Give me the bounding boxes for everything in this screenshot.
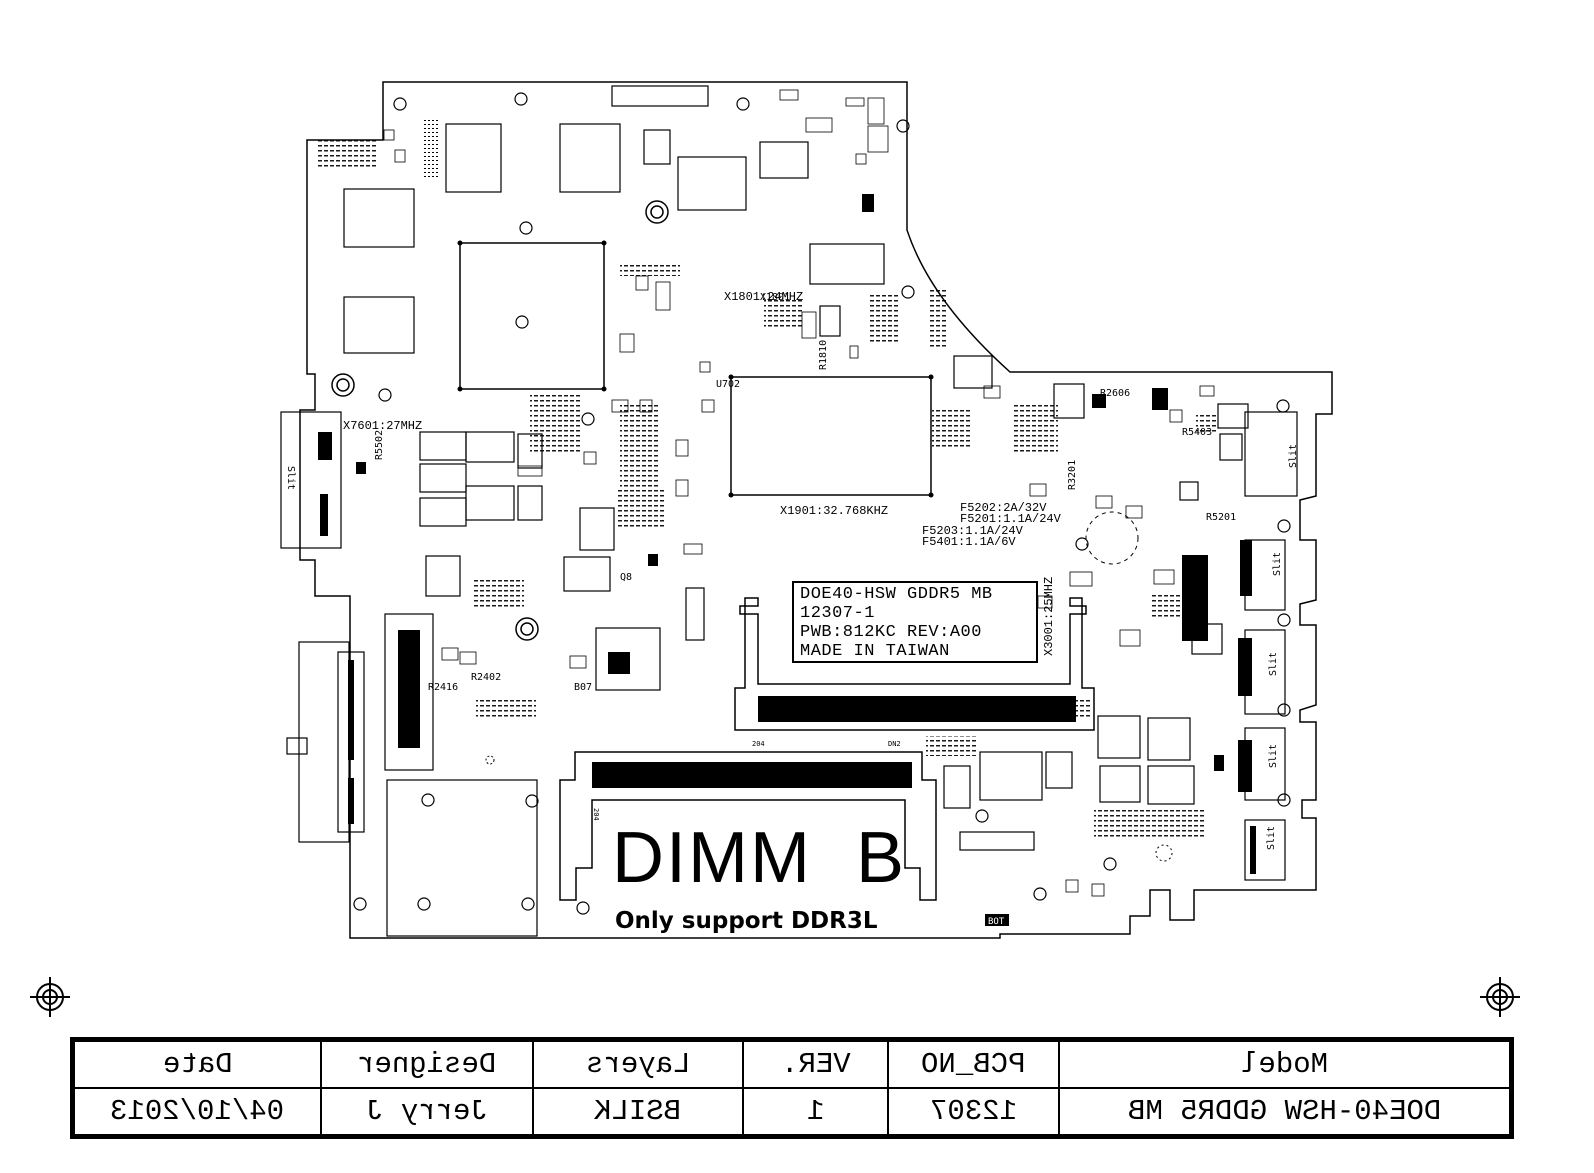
dimm-support-note: Only support DDR3L <box>615 908 878 934</box>
dimm-a-slot <box>734 597 1095 731</box>
ref-label: B07 <box>574 682 592 693</box>
pin-label-204-top: 204 <box>752 740 765 748</box>
title-block-value-row: 04/10/2013 Jerry J BSILK 1 12307 DOE40-H… <box>73 1087 1511 1136</box>
ref-label: X1801 <box>760 292 790 303</box>
value-designer: Jerry J <box>320 1087 534 1136</box>
header-pcb-no: PCB_NO <box>887 1040 1060 1089</box>
gpu-outline <box>459 242 605 390</box>
header-ver: VER. <box>742 1040 889 1089</box>
board-label-line-1: DOE40-HSW GDDR5 MB <box>800 585 993 604</box>
ref-label: R2416 <box>428 682 458 693</box>
board-info-label: DOE40-HSW GDDR5 MB 12307-1 PWB:812KC REV… <box>792 581 1038 663</box>
ref-label: R2402 <box>471 672 501 683</box>
ref-label: R5201 <box>1206 512 1236 523</box>
value-date: 04/10/2013 <box>73 1087 322 1136</box>
pin-label-dn2: DN2 <box>888 740 901 748</box>
value-model: DOE40-HSW GDDR5 MB <box>1058 1087 1511 1136</box>
dimm-title: DIMM B <box>612 818 906 898</box>
pin-label-204-bottom: 204 <box>592 808 600 821</box>
board-label-line-3: PWB:812KC REV:A00 <box>800 623 982 642</box>
ref-label: Q8 <box>620 572 632 583</box>
dimm-b-slot <box>559 751 937 901</box>
registration-mark-left <box>30 977 70 1017</box>
ref-label: R1810 <box>818 340 829 370</box>
header-date: Date <box>73 1040 322 1089</box>
value-pcb-no: 12307 <box>887 1087 1060 1136</box>
slit-label-4: Slit <box>1266 826 1277 850</box>
slit-label-0: Slit <box>1288 444 1299 468</box>
ref-label: R5403 <box>1182 427 1212 438</box>
slit-label-5: Slit <box>285 466 296 490</box>
ref-label: U702 <box>716 379 740 390</box>
crystal-label-x7601: X7601:27MHZ <box>343 419 422 433</box>
ref-label: R5502 <box>374 430 385 460</box>
fuse-label-1: F5201:1.1A/24V <box>960 512 1062 526</box>
fuse-label-0: F5202:2A/32V <box>960 501 1047 515</box>
svg-text:BOT: BOT <box>988 917 1005 927</box>
registration-mark-right <box>1480 977 1520 1017</box>
value-ver: 1 <box>742 1087 889 1136</box>
board-label-line-2: 12307-1 <box>800 604 875 623</box>
cpu-outline <box>730 376 932 496</box>
crystal-label-x3001: X3001:25MHZ <box>1042 577 1056 656</box>
ref-label: R2606 <box>1100 388 1130 399</box>
header-designer: Designer <box>320 1040 534 1089</box>
title-block-header-row: Date Designer Layers VER. PCB_NO Model <box>73 1040 1511 1089</box>
header-model: Model <box>1058 1040 1511 1089</box>
title-block: Date Designer Layers VER. PCB_NO Model 0… <box>70 1037 1514 1139</box>
header-layers: Layers <box>532 1040 744 1089</box>
fuse-label-3: F5401:1.1A/6V <box>922 535 1016 549</box>
ref-label: R3201 <box>1067 460 1078 490</box>
board-label-line-4: MADE IN TAIWAN <box>800 642 950 661</box>
fuse-label-2: F5203:1.1A/24V <box>922 524 1024 538</box>
value-layers: BSILK <box>532 1087 744 1136</box>
crystal-label-x1901: X1901:32.768KHZ <box>780 504 888 518</box>
slit-label-1: Slit <box>1272 552 1283 576</box>
slit-label-3: Slit <box>1268 744 1279 768</box>
slit-label-2: Slit <box>1268 652 1279 676</box>
title-block-table: Date Designer Layers VER. PCB_NO Model 0… <box>73 1040 1511 1136</box>
